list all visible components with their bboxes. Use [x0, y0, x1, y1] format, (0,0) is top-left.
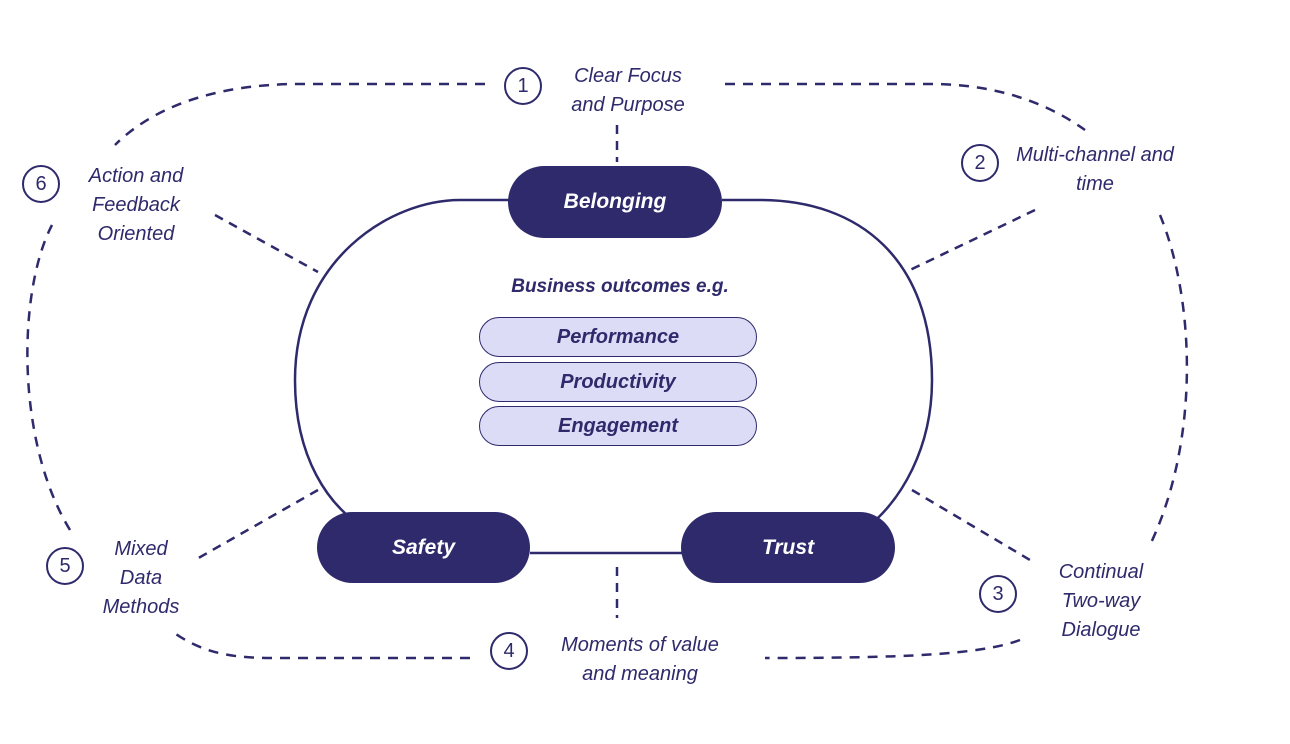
outcome-productivity: Productivity	[479, 362, 757, 402]
outer-loop-bottom-left	[169, 628, 470, 660]
principle-5-line-3: Methods	[102, 596, 180, 618]
principle-3-number: 3	[979, 575, 1017, 613]
inner-loop	[293, 198, 934, 555]
principle-1-label: Clear Focus and Purpose	[528, 62, 728, 120]
outer-loop-top-left	[114, 82, 485, 146]
principle-5-line-1: Mixed	[114, 538, 168, 560]
principle-2-line-1: Multi-channel and	[1016, 144, 1174, 166]
outcome-performance: Performance	[479, 317, 757, 357]
principle-3-line-3: Dialogue	[1061, 619, 1141, 641]
trust-pill: Trust	[681, 512, 895, 583]
principle-2-line-2: time	[1076, 173, 1114, 195]
principle-4-number: 4	[490, 632, 528, 670]
outer-dashed-loop	[26, 82, 1189, 660]
outer-loop-bottom-right	[764, 638, 1021, 660]
principle-6-label: Action and Feedback Oriented	[76, 162, 196, 249]
principle-1-number: 1	[504, 67, 542, 105]
connector-5	[194, 488, 319, 562]
connector-6	[214, 213, 319, 274]
connector-3	[911, 488, 1031, 562]
principle-1-line-2: and Purpose	[571, 94, 685, 116]
principle-4-label: Moments of value and meaning	[540, 631, 740, 689]
principle-1-line-1: Clear Focus	[574, 65, 682, 87]
principle-6-line-1: Action and	[88, 165, 184, 187]
principle-4-line-1: Moments of value	[561, 634, 719, 656]
principle-2-number: 2	[961, 144, 999, 182]
principle-2-label: Multi-channel and time	[1000, 141, 1190, 199]
principle-5-number: 5	[46, 547, 84, 585]
principle-6-line-2: Feedback	[92, 194, 180, 216]
outer-loop-left	[26, 224, 72, 531]
outer-loop-top-right	[725, 82, 1086, 132]
outcome-engagement: Engagement	[479, 406, 757, 446]
connector-lines	[194, 125, 1036, 618]
principle-6-line-3: Oriented	[97, 223, 175, 245]
principle-3-line-2: Two-way	[1061, 590, 1141, 612]
principle-4-line-2: and meaning	[582, 663, 698, 685]
outer-loop-right	[1148, 214, 1189, 546]
principle-5-line-2: Data	[119, 567, 163, 589]
principle-3-line-1: Continual	[1058, 561, 1144, 583]
principle-3-label: Continual Two-way Dialogue	[1040, 558, 1162, 645]
safety-pill: Safety	[317, 512, 530, 583]
principle-6-number: 6	[22, 165, 60, 203]
belonging-pill: Belonging	[508, 166, 722, 238]
connector-2	[909, 208, 1036, 272]
outcomes-title: Business outcomes e.g.	[511, 276, 729, 297]
principle-5-label: Mixed Data Methods	[92, 535, 190, 622]
